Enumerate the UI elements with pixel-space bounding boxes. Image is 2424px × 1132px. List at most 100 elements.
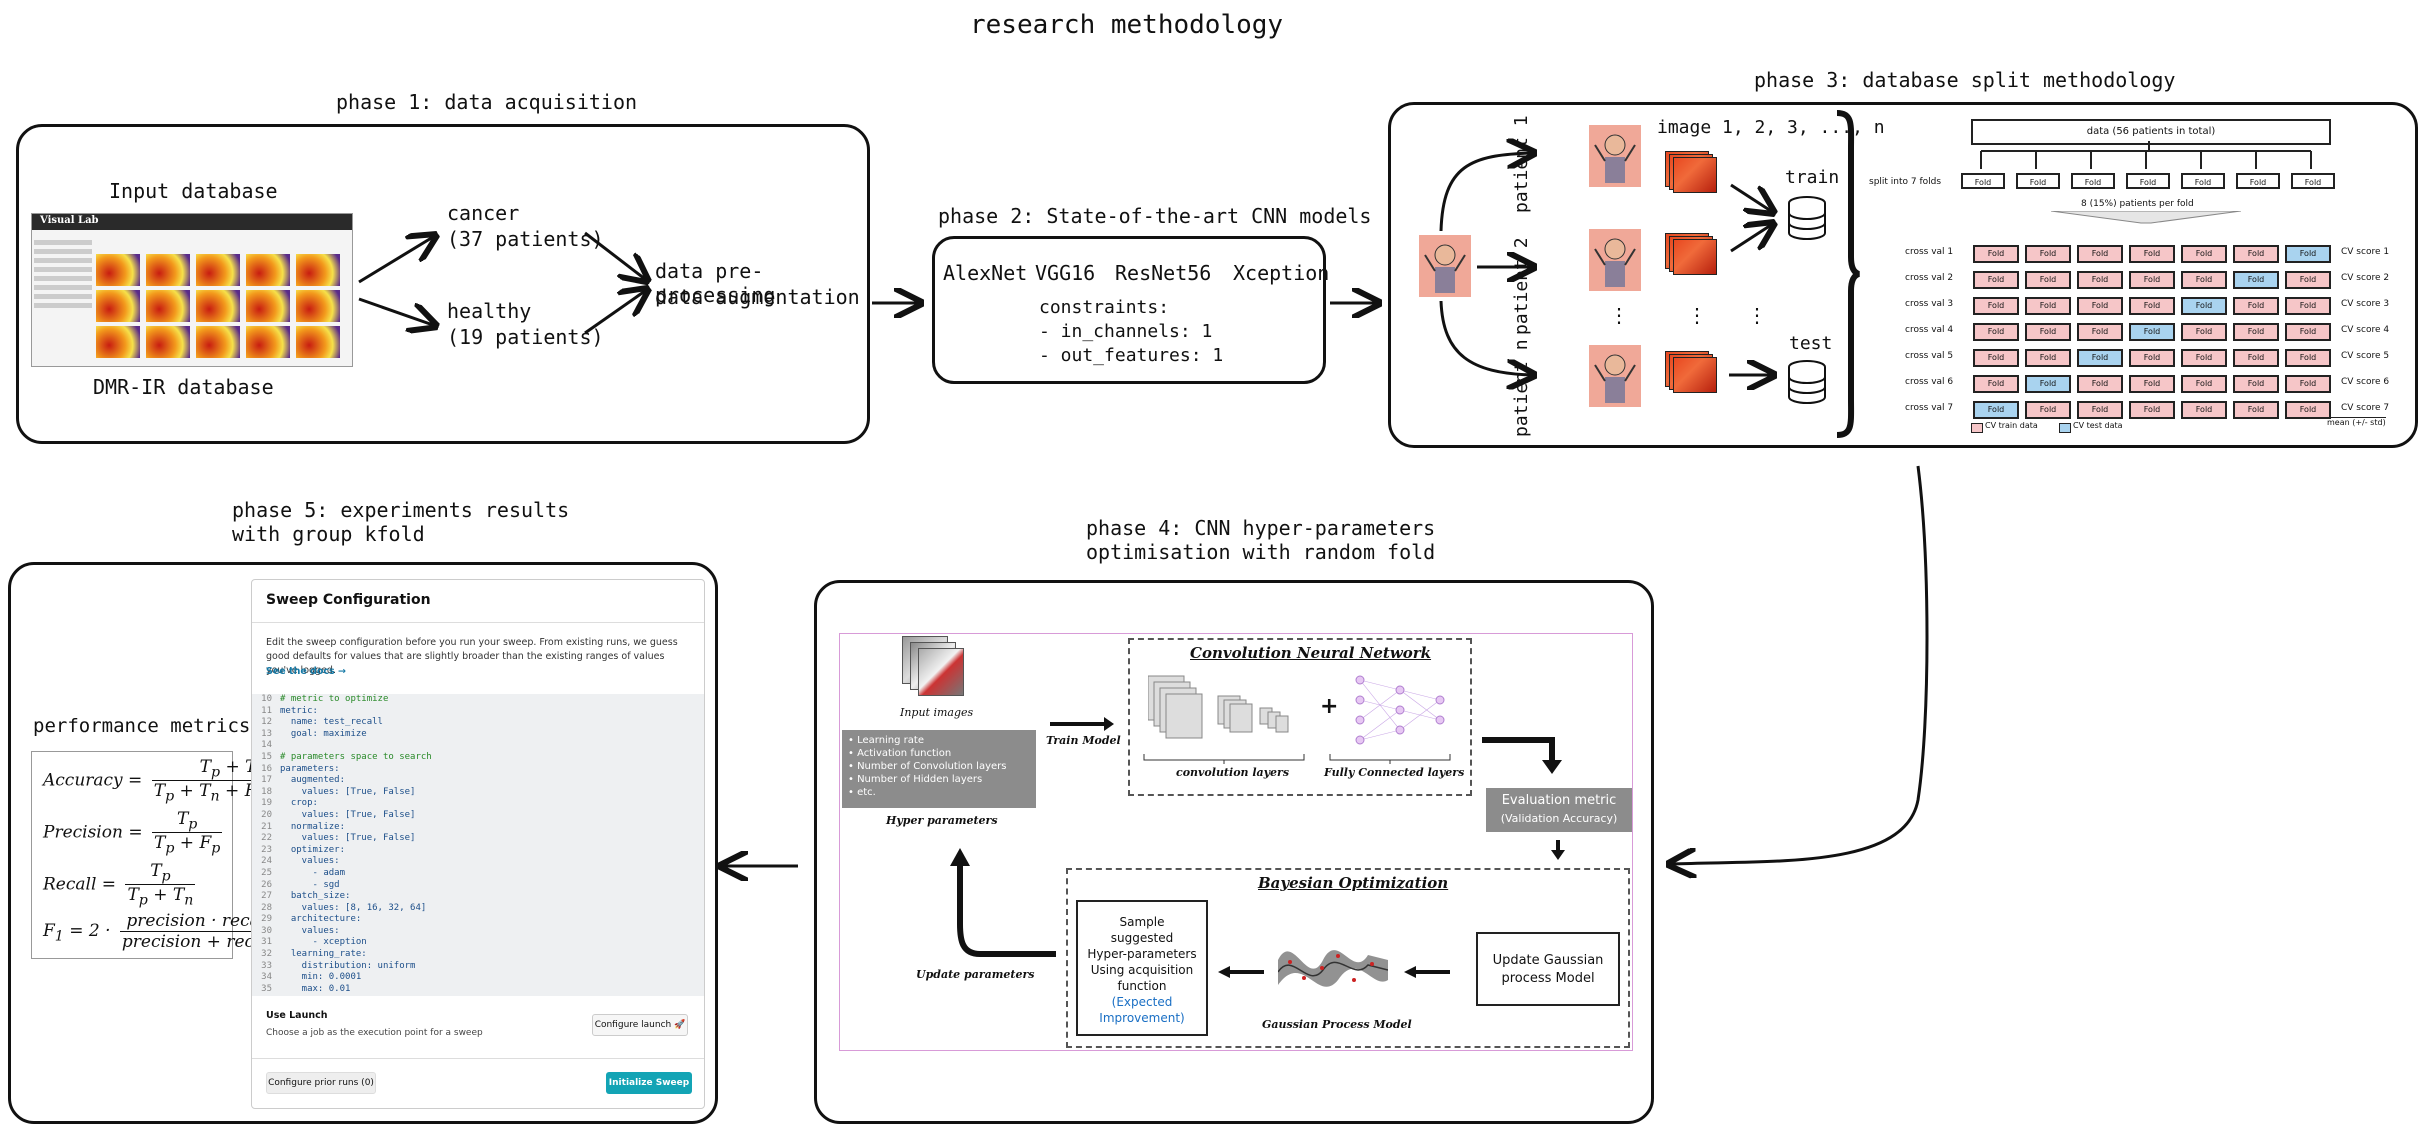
phase1-arrows — [358, 127, 867, 335]
code-line: 13 goal: maximize — [254, 729, 704, 741]
cancer-label: cancer — [447, 201, 520, 225]
cv-train-fold: Fold — [2285, 323, 2331, 341]
code-text: max: 0.01 — [280, 983, 351, 994]
legend-test-swatch — [2059, 423, 2071, 433]
model-xception: Xception — [1233, 261, 1330, 285]
cv-train-fold: Fold — [2077, 401, 2123, 419]
screenshot-sidebar — [34, 236, 92, 346]
cv-train-fold: Fold — [2285, 297, 2331, 315]
expected-improvement: (Expected Improvement) — [1099, 995, 1185, 1025]
phase2-panel: AlexNet VGG16 ResNet56 Xception constrai… — [932, 236, 1330, 384]
line-number: 33 — [261, 960, 272, 971]
code-line: 19 crop: — [254, 798, 704, 810]
phase4-title-line2: optimisation with random fold — [1086, 540, 1436, 564]
cv-train-fold: Fold — [2129, 271, 2175, 289]
input-images-icon — [902, 636, 964, 696]
thermal-thumbnail — [246, 326, 290, 358]
code-text: architecture: — [280, 914, 362, 925]
phase3-panel: patient 1 patient 2 patient n ⋮ ⋮ ⋮ imag… — [1388, 102, 2418, 448]
line-number: 31 — [261, 937, 272, 948]
see-docs-link[interactable]: See the docs → — [266, 666, 346, 677]
sweep-divider — [252, 622, 704, 623]
code-text: # metric to optimize — [280, 694, 389, 704]
split-fold: Fold — [1961, 173, 2005, 189]
cv-train-fold: Fold — [2129, 297, 2175, 315]
cv-train-fold: Fold — [2233, 375, 2279, 393]
code-text: augmented: — [280, 775, 346, 786]
patient-root-icon — [1419, 235, 1471, 297]
scan-stack-2 — [1665, 233, 1717, 275]
mean-label: mean (+/- std) — [2327, 417, 2386, 427]
cv-train-fold: Fold — [2285, 401, 2331, 419]
initialize-sweep-button[interactable]: Initialize Sweep — [606, 1072, 692, 1094]
thermal-thumbnail — [96, 326, 140, 358]
cv-train-fold: Fold — [2025, 245, 2071, 263]
sweep-description: Edit the sweep configuration before you … — [266, 637, 678, 676]
code-line: 27 batch_size: — [254, 891, 704, 903]
thermal-thumbnail — [246, 290, 290, 322]
line-number: 14 — [261, 740, 272, 751]
dmr-ir-screenshot: Visual Lab — [31, 213, 353, 367]
code-line: 25 - adam — [254, 868, 704, 880]
thermal-image-grid — [96, 254, 346, 360]
cv-train-fold: Fold — [2025, 401, 2071, 419]
eval-arrow — [1482, 737, 1562, 774]
code-line: 30 values: — [254, 926, 704, 938]
code-text: - xception — [280, 937, 367, 948]
conv-layers-label: convolution layers — [1176, 766, 1290, 779]
sweep-config-panel: Sweep Configuration Edit the sweep confi… — [251, 579, 705, 1109]
sample-line: function — [1117, 979, 1167, 993]
cv-train-fold: Fold — [2181, 349, 2227, 367]
cross-val-label: cross val 7 — [1905, 403, 1954, 413]
code-line: 20 values: [True, False] — [254, 810, 704, 822]
gp-plot — [1278, 950, 1388, 987]
configure-launch-button[interactable]: Configure launch 🚀 — [592, 1014, 688, 1036]
model-alexnet: AlexNet — [943, 261, 1028, 285]
cv-score-label: CV score 5 — [2341, 351, 2390, 361]
cv-train-fold: Fold — [2025, 349, 2071, 367]
fc-layers-label: Fully Connected layers — [1324, 766, 1465, 779]
cv-train-fold: Fold — [2285, 271, 2331, 289]
cv-score-label: CV score 7 — [2341, 403, 2390, 413]
fc-layers-icon — [1355, 675, 1445, 745]
configure-prior-runs-button[interactable]: Configure prior runs (0) — [266, 1072, 376, 1094]
code-line: 34 min: 0.0001 — [254, 972, 704, 984]
cv-train-fold: Fold — [2025, 297, 2071, 315]
code-line: 14 — [254, 740, 704, 752]
line-number: 20 — [261, 809, 272, 820]
thermal-thumbnail — [296, 254, 340, 286]
constraint-in-channels: - in_channels: 1 — [1039, 321, 1213, 342]
code-text: name: test_recall — [280, 717, 383, 728]
thermal-thumbnail — [146, 290, 190, 322]
footer-divider — [252, 1058, 704, 1059]
phase5-title-line1: phase 5: experiments results — [232, 498, 570, 522]
cancer-count: (37 patients) — [447, 227, 604, 251]
update-gp-line2: process Model — [1501, 971, 1595, 986]
cv-train-fold: Fold — [2181, 375, 2227, 393]
line-number: 18 — [261, 786, 272, 797]
cv-score-label: CV score 4 — [2341, 325, 2390, 335]
cv-train-fold: Fold — [2181, 401, 2227, 419]
line-number: 17 — [261, 775, 272, 786]
split-fold: Fold — [2236, 173, 2280, 189]
code-text: crop: — [280, 798, 318, 809]
phase3-title: phase 3: database split methodology — [1754, 68, 2176, 92]
code-text: normalize: — [280, 821, 346, 832]
code-text: - sgd — [280, 879, 340, 890]
code-line: 33 distribution: uniform — [254, 961, 704, 973]
cv-train-fold: Fold — [2025, 271, 2071, 289]
line-number: 16 — [261, 763, 272, 774]
cross-val-label: cross val 5 — [1905, 351, 1954, 361]
layer-braces — [1143, 754, 1451, 764]
split-fold: Fold — [2181, 173, 2225, 189]
constraints-label: constraints: — [1039, 297, 1170, 318]
cv-train-fold: Fold — [2233, 297, 2279, 315]
train-model-label: Train Model — [1046, 734, 1121, 747]
hyper-param-item: • Learning rate — [848, 735, 924, 746]
split-fold: Fold — [2291, 173, 2335, 189]
hyper-params-label: Hyper parameters — [886, 814, 998, 827]
